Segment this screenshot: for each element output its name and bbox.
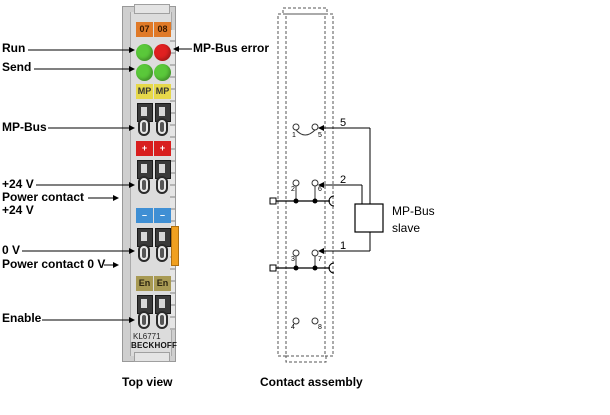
mp-tag-left: MP (136, 84, 153, 99)
header-tag-08: 08 (154, 22, 171, 37)
contact-num-3: 3 (291, 256, 295, 263)
contact-num-8: 8 (318, 324, 322, 331)
spring-1-left (138, 118, 150, 136)
en-tag-left: En (136, 276, 153, 291)
label-enable: Enable (2, 311, 42, 325)
slave-label-line1: MP-Bus (392, 204, 435, 218)
terminal-rib-strip (170, 30, 175, 330)
led-send-left (136, 64, 153, 81)
contact-3-right (155, 228, 171, 247)
contact-circle-5 (311, 123, 319, 131)
contact-circle-1 (292, 123, 300, 131)
slave-pin-5: 5 (340, 117, 347, 129)
label-send: Send (2, 60, 32, 74)
bridge-3-7 (295, 256, 316, 268)
slave-label-line2: slave (392, 221, 421, 235)
label-0v: 0 V (2, 243, 21, 257)
header-tag-07: 07 (136, 22, 153, 37)
minus-tag-left: – (136, 208, 153, 223)
brand-label: BECKHOFF (131, 341, 178, 350)
plus-tag-right: + (154, 141, 171, 156)
terminal-top-latch (134, 4, 170, 14)
contact-num-5: 5 (318, 132, 322, 139)
spring-4-left (138, 311, 150, 329)
caption-contact-assembly: Contact assembly (260, 375, 363, 389)
spring-3-left (138, 244, 150, 262)
contact-circles (292, 123, 319, 325)
power-rail-0v (269, 262, 335, 274)
label-plus24: +24 V (2, 177, 34, 191)
contact-assembly-housing (277, 7, 334, 363)
spring-3-right (156, 244, 168, 262)
spring-4-right (156, 311, 168, 329)
en-tag-right: En (154, 276, 171, 291)
label-mp-bus: MP-Bus (2, 120, 47, 134)
slave-pin-1: 1 (340, 240, 347, 252)
led-send-right (154, 64, 171, 81)
label-run: Run (2, 41, 26, 55)
minus-tag-right: – (154, 208, 171, 223)
contact-num-4: 4 (291, 324, 295, 331)
spring-2-left (138, 176, 150, 194)
label-power-contact-0v: Power contact 0 V (2, 257, 106, 271)
spring-1-right (156, 118, 168, 136)
mp-tag-right: MP (154, 84, 171, 99)
led-mp-bus-error (154, 44, 171, 61)
contact-num-2: 2 (291, 186, 295, 193)
contact-num-1: 1 (292, 132, 296, 139)
slave-box (354, 203, 384, 233)
caption-top-view: Top view (122, 375, 173, 389)
contact-circle-8 (311, 317, 319, 325)
label-mp-bus-error: MP-Bus error (193, 41, 270, 55)
bridge-2-6 (295, 186, 316, 201)
bridge-1-5 (295, 129, 316, 136)
contact-circle-4 (292, 317, 300, 325)
terminal-bottom-latch (134, 352, 170, 362)
slave-pin-2: 2 (340, 174, 347, 186)
contact-num-6: 6 (318, 186, 322, 193)
plus-tag-left: + (136, 141, 153, 156)
label-plus24-b: +24 V (2, 203, 34, 217)
label-power-contact: Power contact (2, 190, 85, 204)
spring-2-right (156, 176, 168, 194)
model-label: KL6771 (133, 332, 161, 341)
contact-num-7: 7 (318, 256, 322, 263)
led-run (136, 44, 153, 61)
power-contact-marker (171, 226, 179, 266)
power-rail-plus24 (269, 195, 335, 207)
